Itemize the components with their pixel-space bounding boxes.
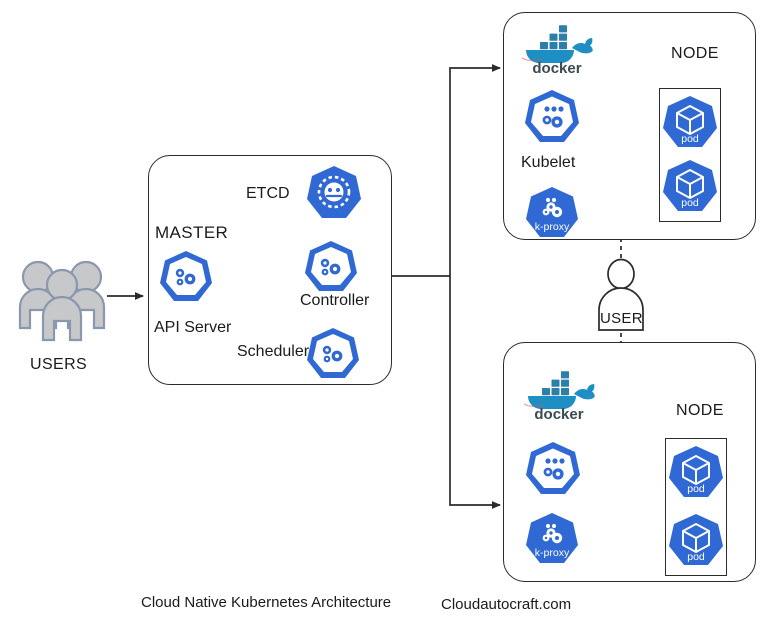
kproxy-label-bottom: k-proxy (535, 547, 570, 559)
kubernetes-pod-icon[interactable]: pod (667, 512, 725, 570)
kubernetes-etcd-icon[interactable] (305, 164, 363, 222)
diagram-title: Cloud Native Kubernetes Architecture (141, 594, 392, 611)
docker-wordmark-bottom: docker (534, 406, 583, 420)
kubelet-label: Kubelet (521, 154, 576, 171)
scheduler-label: Scheduler (237, 343, 310, 360)
docker-whale-icon[interactable]: docker (518, 22, 596, 77)
api-server-label: API Server (154, 319, 232, 336)
kubernetes-pod-icon[interactable]: pod (667, 444, 725, 502)
kubernetes-pod-icon[interactable]: pod (661, 94, 719, 152)
kubernetes-controller-icon[interactable] (303, 239, 359, 295)
docker-wordmark-top: docker (532, 60, 581, 74)
pod-label: pod (681, 133, 699, 145)
kubernetes-kproxy-icon[interactable]: k-proxy (524, 512, 580, 568)
node-top-label: NODE (671, 45, 719, 62)
user-actor-icon[interactable] (596, 258, 646, 334)
watermark: Cloudautocraft.com (441, 596, 572, 613)
users-label: USERS (30, 356, 88, 373)
users-group-icon (14, 248, 110, 344)
pod-label: pod (687, 551, 705, 563)
kubernetes-kubelet-icon[interactable] (524, 440, 582, 498)
master-label: MASTER (155, 223, 229, 242)
pod-label: pod (687, 483, 705, 495)
controller-label: Controller (300, 292, 370, 309)
node-bottom-label: NODE (676, 402, 724, 419)
kproxy-label-top: k-proxy (535, 221, 570, 233)
kubernetes-pod-icon[interactable]: pod (661, 158, 719, 216)
arrow-master-to-nodes (392, 64, 501, 509)
etcd-label: ETCD (246, 185, 290, 202)
user-actor-label: USER (600, 310, 643, 327)
docker-whale-icon[interactable]: docker (520, 368, 598, 423)
kubernetes-kproxy-icon[interactable]: k-proxy (524, 186, 580, 242)
kubernetes-scheduler-icon[interactable] (305, 326, 361, 382)
kubernetes-apiserver-icon[interactable] (158, 249, 214, 305)
kubernetes-kubelet-icon[interactable] (523, 88, 581, 146)
pod-label: pod (681, 197, 699, 209)
